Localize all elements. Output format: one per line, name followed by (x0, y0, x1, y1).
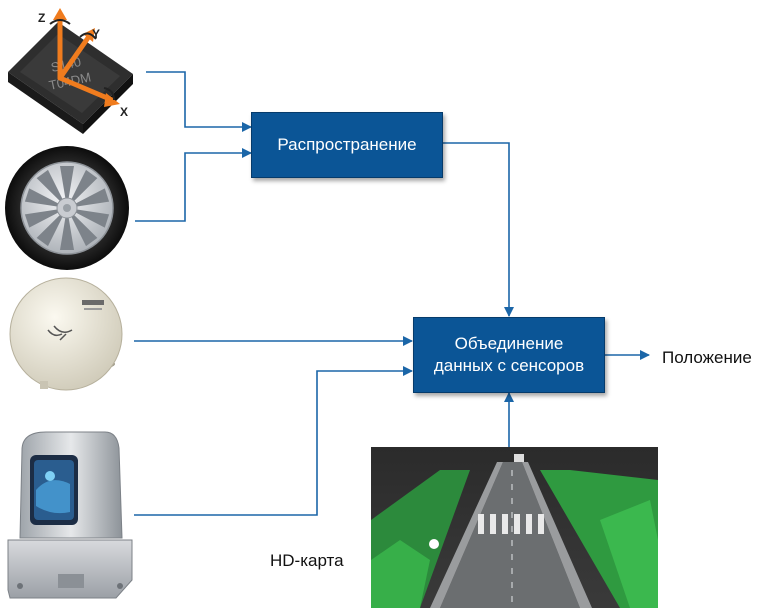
propagation-box: Распространение (251, 112, 443, 178)
output-label: Положение (662, 348, 752, 367)
edge-imu-to-propagation (146, 71, 252, 132)
sensor-fusion-box: Объединение данных с сенсоров (413, 317, 605, 393)
wheel-icon (5, 146, 129, 270)
edge-propagation-to-fusion (441, 142, 514, 317)
gnss-antenna-icon (9, 277, 123, 391)
connectors (134, 71, 650, 516)
imu-axis-x: X (120, 105, 128, 119)
hd-map-image (371, 447, 658, 608)
hd-map-label: HD-карта (270, 551, 344, 570)
lidar-icon (7, 431, 133, 599)
imu-icon: S140 T04DM Z Y X (8, 8, 133, 134)
imu-axis-z: Z (38, 11, 45, 25)
edge-wheel-to-propagation (135, 148, 252, 222)
edge-lidar-to-fusion (134, 366, 413, 516)
imu-axis-y: Y (92, 27, 100, 41)
